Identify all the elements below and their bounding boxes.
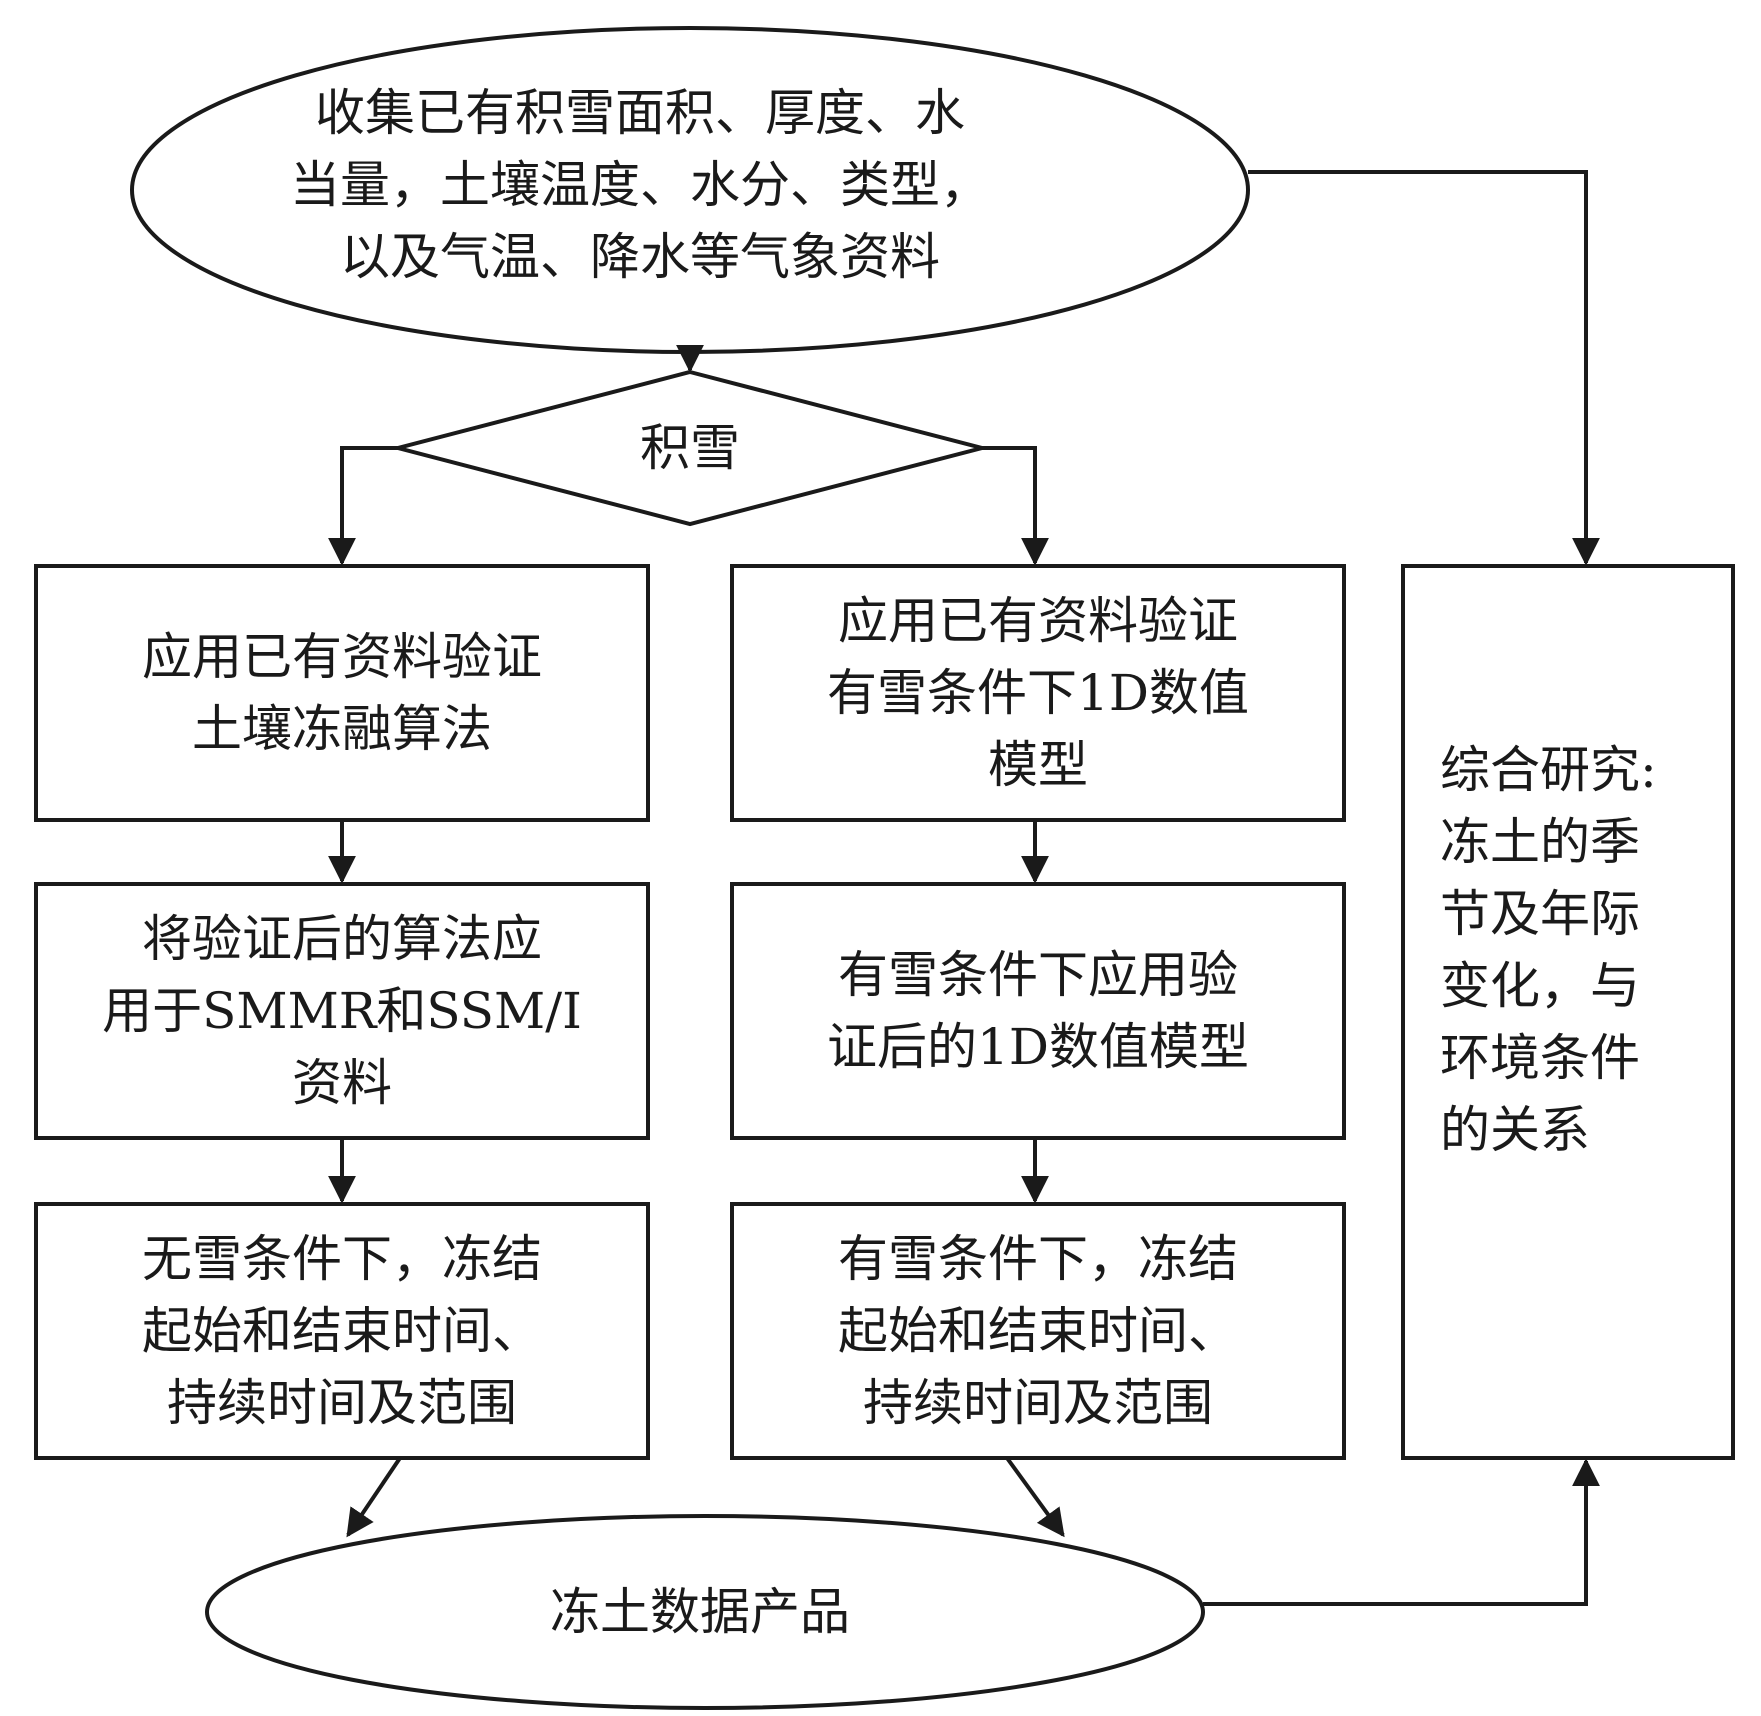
apply-algorithm-box <box>34 882 650 1140</box>
frozen-soil-product-ellipse <box>205 1514 1205 1710</box>
edge-no-snow-to-product <box>346 1456 402 1538</box>
no-snow-result-label: 无雪条件下，冻结 起始和结束时间、 持续时间及范围 <box>142 1230 542 1432</box>
edge-decision-to-validate-1d-model <box>982 446 1049 566</box>
validate-1d-model-label: 应用已有资料验证 有雪条件下1D数值 模型 <box>827 592 1249 794</box>
apply-1d-model-box <box>730 882 1346 1140</box>
edge-collect-to-study <box>1248 170 1600 566</box>
apply-algorithm-label: 将验证后的算法应 用于SMMR和SSM/I 资料 <box>102 910 582 1112</box>
collect-data-label: 收集已有积雪面积、厚度、水 当量，土壤温度、水分、类型， 以及气温、降水等气象资… <box>290 84 990 286</box>
validate-1d-model-box <box>730 564 1346 822</box>
no-snow-result-box <box>34 1202 650 1460</box>
edge-decision-to-validate-algorithm <box>328 446 398 566</box>
frozen-soil-product-label: 冻土数据产品 <box>550 1583 850 1641</box>
edge-product-to-study <box>1203 1458 1600 1606</box>
snow-result-label: 有雪条件下，冻结 起始和结束时间、 持续时间及范围 <box>838 1230 1238 1432</box>
comprehensive-study-label: 综合研究: 冻土的季 节及年际 变化，与 环境条件 的关系 <box>1440 741 1657 1159</box>
edge-snow-to-product <box>1005 1456 1065 1538</box>
snow-decision-diamond <box>390 369 990 527</box>
validate-algorithm-label: 应用已有资料验证 土壤冻融算法 <box>142 628 542 758</box>
apply-1d-model-label: 有雪条件下应用验 证后的1D数值模型 <box>827 946 1249 1076</box>
snow-decision-label: 积雪 <box>640 419 740 477</box>
comprehensive-study-box <box>1401 564 1735 1460</box>
validate-algorithm-box <box>34 564 650 822</box>
snow-result-box <box>730 1202 1346 1460</box>
